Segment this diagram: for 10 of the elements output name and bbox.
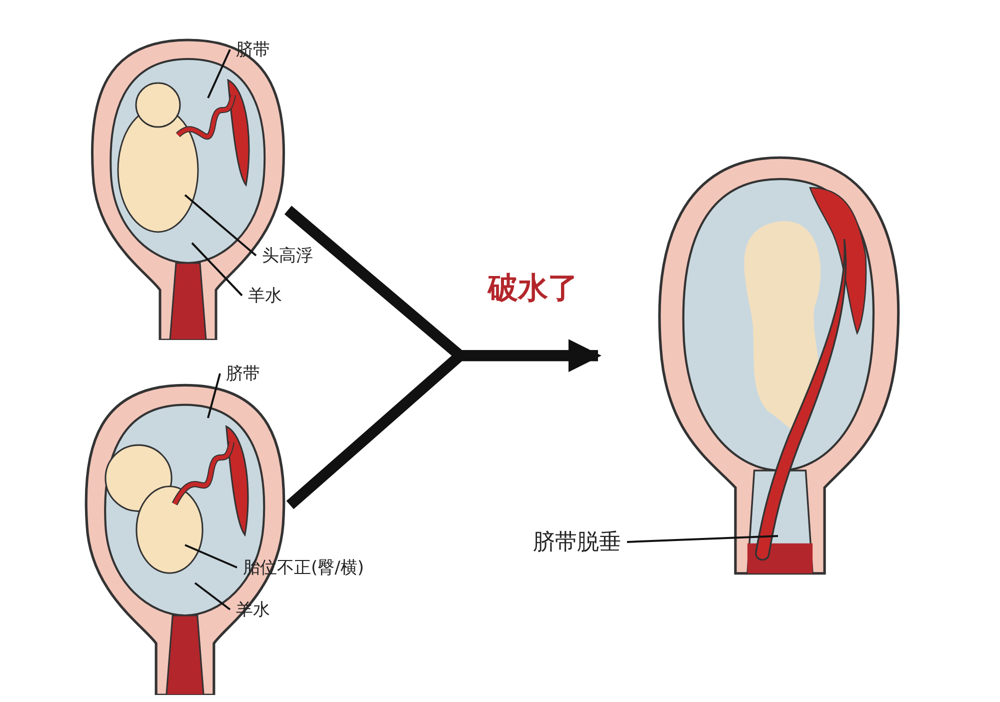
leader-line	[191, 242, 243, 296]
callout-label: 脐带	[226, 362, 260, 385]
callout-label: 头高浮	[262, 244, 313, 267]
leader-line	[207, 373, 221, 418]
leader-line	[194, 582, 231, 610]
leader-line	[184, 194, 257, 256]
callout-label: 羊水	[248, 284, 282, 307]
arrow	[286, 339, 602, 510]
callout-label: 脐带脱垂	[533, 527, 621, 557]
leader-line	[626, 535, 778, 543]
